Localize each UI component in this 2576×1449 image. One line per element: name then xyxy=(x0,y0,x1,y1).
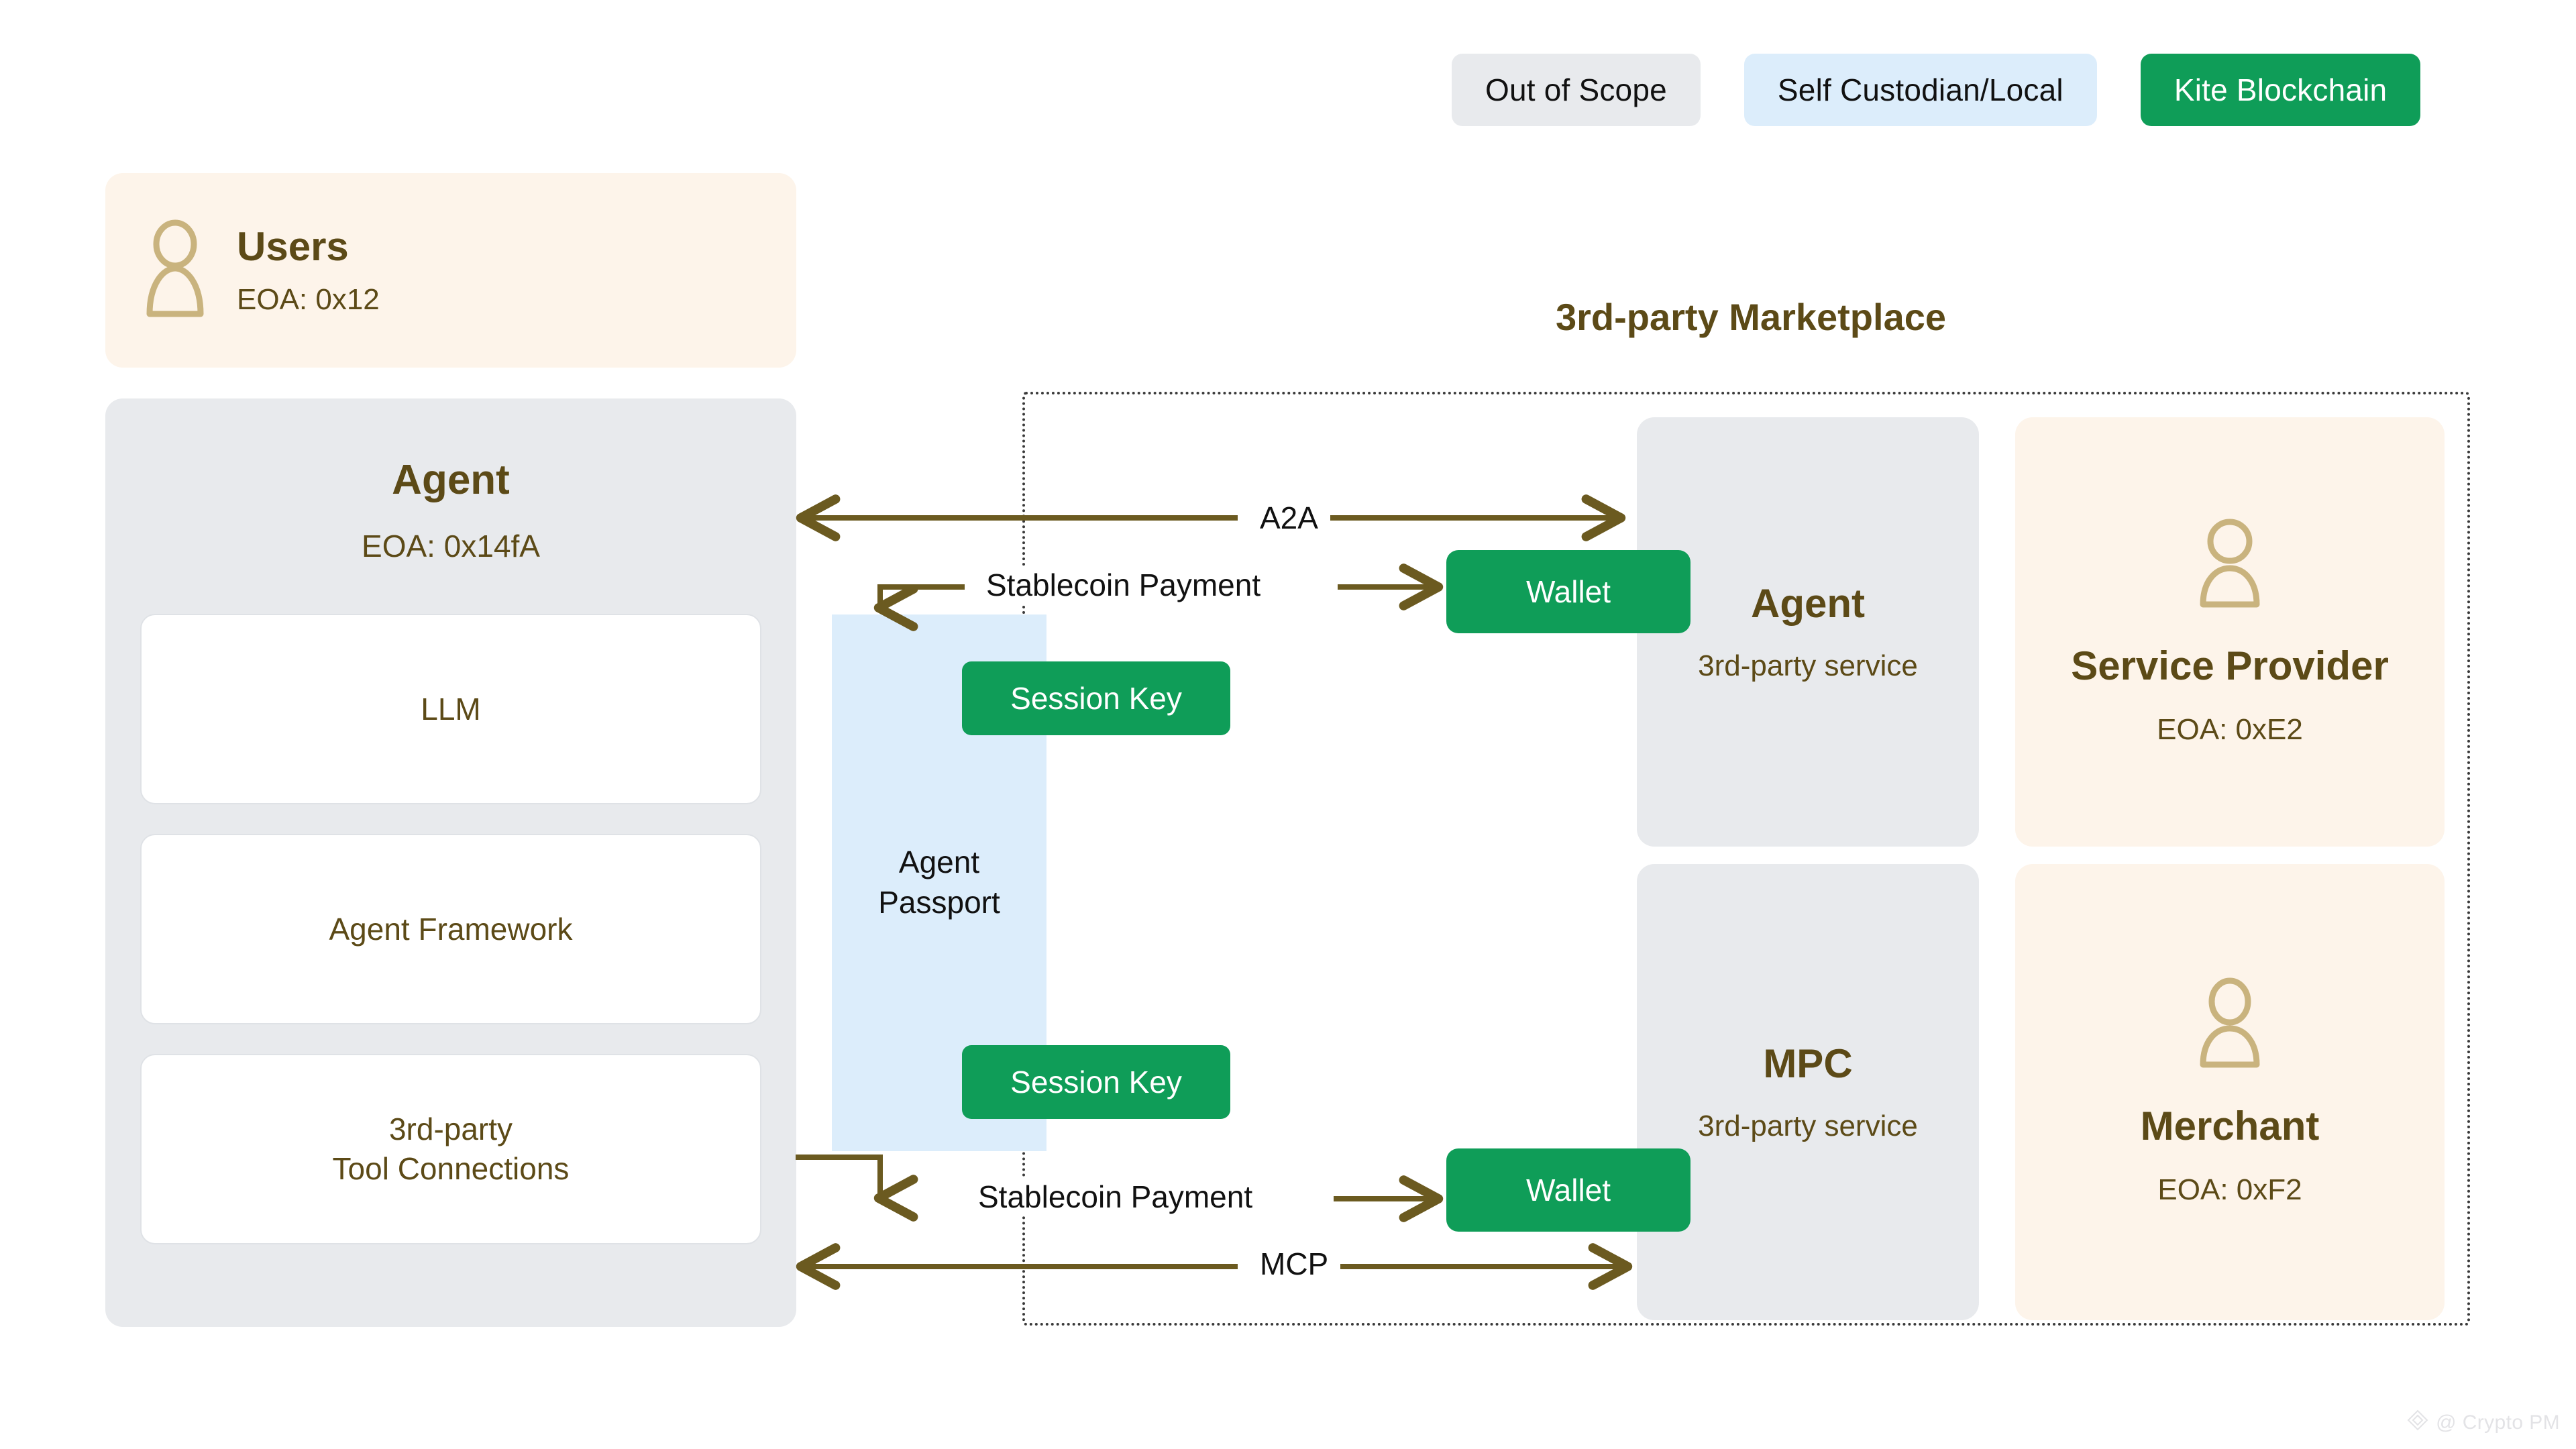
watermark: @ Crypto PM xyxy=(2406,1409,2560,1437)
person-icon xyxy=(2195,977,2265,1073)
marketplace-card-eoa: EOA: 0xF2 xyxy=(2157,1173,2302,1207)
diamond-logo-icon xyxy=(2406,1409,2429,1437)
session-key-pill-top[interactable]: Session Key xyxy=(962,661,1230,735)
legend-chip-label: Self Custodian/Local xyxy=(1777,72,2063,107)
users-text-block: Users EOA: 0x12 xyxy=(237,223,380,316)
agent-subcard-framework[interactable]: Agent Framework xyxy=(140,834,761,1024)
users-eoa: EOA: 0x12 xyxy=(237,282,380,316)
session-key-pill-bottom[interactable]: Session Key xyxy=(962,1045,1230,1119)
marketplace-card-agent[interactable]: Agent 3rd-party service xyxy=(1637,417,1979,847)
person-icon xyxy=(143,219,207,323)
session-key-label: Session Key xyxy=(1010,681,1182,716)
marketplace-card-name: MPC xyxy=(1763,1040,1853,1086)
connector-label-stablecoin-bottom: Stablecoin Payment xyxy=(966,1179,1265,1215)
agent-panel-eoa: EOA: 0x14fA xyxy=(362,529,540,564)
marketplace-card-name: Agent xyxy=(1751,580,1865,626)
marketplace-card-subtitle: 3rd-party service xyxy=(1698,1109,1918,1142)
legend-chip-self-custodian[interactable]: Self Custodian/Local xyxy=(1743,54,2097,126)
agent-subcard-label: LLM xyxy=(421,691,481,727)
marketplace-card-merchant[interactable]: Merchant EOA: 0xF2 xyxy=(2015,864,2445,1320)
wallet-box-top[interactable]: Wallet xyxy=(1446,550,1690,633)
marketplace-card-service-provider[interactable]: Service Provider EOA: 0xE2 xyxy=(2015,417,2445,847)
session-key-label: Session Key xyxy=(1010,1065,1182,1099)
marketplace-card-name: Service Provider xyxy=(2071,643,2389,689)
users-card[interactable]: Users EOA: 0x12 xyxy=(105,173,796,368)
agent-subcard-label: 3rd-party Tool Connections xyxy=(332,1112,570,1186)
wallet-box-bottom[interactable]: Wallet xyxy=(1446,1148,1690,1232)
legend-chip-kite-blockchain[interactable]: Kite Blockchain xyxy=(2140,54,2421,126)
legend-chip-out-of-scope[interactable]: Out of Scope xyxy=(1452,54,1701,126)
connector-label-stablecoin-top: Stablecoin Payment xyxy=(974,567,1273,603)
wallet-label: Wallet xyxy=(1525,1173,1611,1208)
agent-subcard-tool-connections[interactable]: 3rd-party Tool Connections xyxy=(140,1054,761,1244)
users-title: Users xyxy=(237,223,349,269)
marketplace-card-mpc[interactable]: MPC 3rd-party service xyxy=(1637,864,1979,1320)
agent-panel[interactable]: Agent EOA: 0x14fA LLM Agent Framework 3r… xyxy=(105,398,796,1327)
agent-subcard-label: Agent Framework xyxy=(329,911,573,947)
wallet-label: Wallet xyxy=(1525,574,1611,609)
marketplace-card-subtitle: 3rd-party service xyxy=(1698,649,1918,682)
connector-label-mcp: MCP xyxy=(1248,1246,1341,1282)
agent-passport-label: Agent Passport xyxy=(878,845,1000,920)
legend-chip-label: Out of Scope xyxy=(1485,72,1667,107)
connector-label-a2a: A2A xyxy=(1248,500,1330,536)
agent-subcard-llm[interactable]: LLM xyxy=(140,614,761,804)
legend-chip-label: Kite Blockchain xyxy=(2174,72,2387,107)
marketplace-title: 3rd-party Marketplace xyxy=(1555,296,1946,338)
agent-subcard-list: LLM Agent Framework 3rd-party Tool Conne… xyxy=(140,614,761,1244)
person-icon xyxy=(2195,517,2265,613)
legend: Out of Scope Self Custodian/Local Kite B… xyxy=(1452,54,2421,126)
watermark-text: @ Crypto PM xyxy=(2436,1411,2560,1434)
marketplace-card-name: Merchant xyxy=(2140,1104,2320,1149)
agent-panel-title: Agent xyxy=(392,457,510,503)
marketplace-card-eoa: EOA: 0xE2 xyxy=(2157,713,2303,747)
